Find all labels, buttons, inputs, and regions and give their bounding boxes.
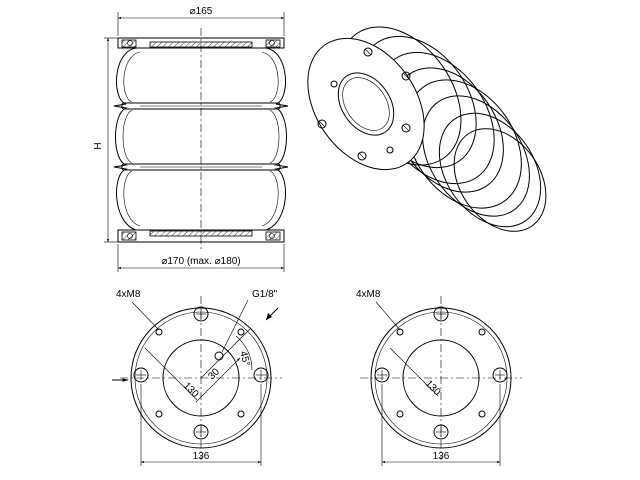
tvl-leader-holes (131, 301, 160, 331)
tvr-m8-holes (396, 328, 486, 418)
tvl-label-130: 130 (181, 380, 201, 400)
dim-top-label: ⌀165 (190, 6, 213, 17)
tvl-label-port: G1/8" (252, 289, 278, 300)
tvl-label-30: 30 (206, 366, 222, 382)
bellows-profile (113, 47, 289, 231)
tvr-label-130: 130 (423, 378, 443, 398)
tvl-angle-leg (200, 328, 251, 379)
tvl-dim-30 (195, 357, 241, 403)
top-view-right: 4xM8 130 136 (356, 289, 522, 466)
tvr-label-width: 136 (433, 451, 450, 462)
tvl-m8-holes (155, 328, 245, 418)
dim-height-label: H (93, 142, 104, 149)
tvl-bolts (133, 306, 269, 440)
tvl-label-width: 136 (193, 451, 210, 462)
tvr-dim-130 (389, 347, 439, 397)
tvl-dim-angle-arc (235, 335, 253, 371)
tvl-dim-130 (144, 347, 198, 401)
tvr-leader-holes (375, 301, 401, 331)
tvr-bolts (374, 306, 508, 440)
tvr-label-holes: 4xM8 (356, 289, 381, 300)
isometric-view (307, 26, 547, 232)
tvl-label-holes: 4xM8 (116, 289, 141, 300)
tvl-port (214, 351, 224, 361)
side-view: ⌀165 (93, 6, 289, 272)
top-view-left: 4xM8 G1/8" 130 30 45° 136 (112, 289, 282, 466)
tvl-label-angle: 45° (237, 350, 252, 367)
tvl-leader-port (221, 299, 249, 353)
dim-bottom-label: ⌀170 (max. ⌀180) (161, 256, 240, 267)
iso-bolts (317, 47, 411, 161)
